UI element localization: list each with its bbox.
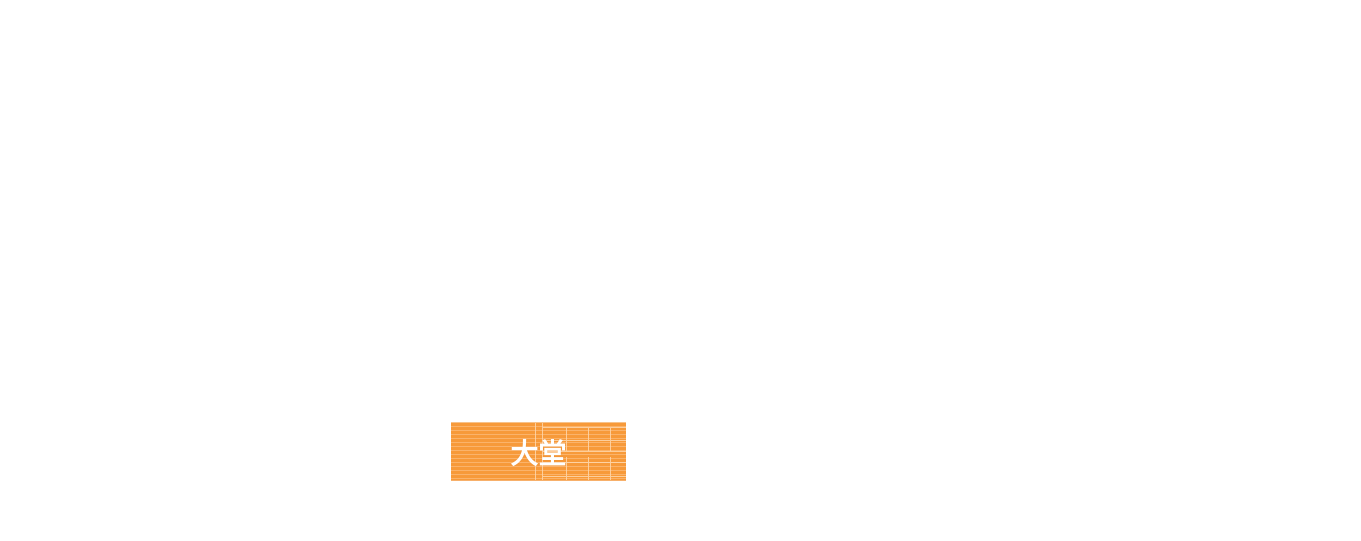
- lobby-button[interactable]: 大堂: [451, 422, 626, 481]
- lobby-button-label: 大堂: [510, 437, 567, 470]
